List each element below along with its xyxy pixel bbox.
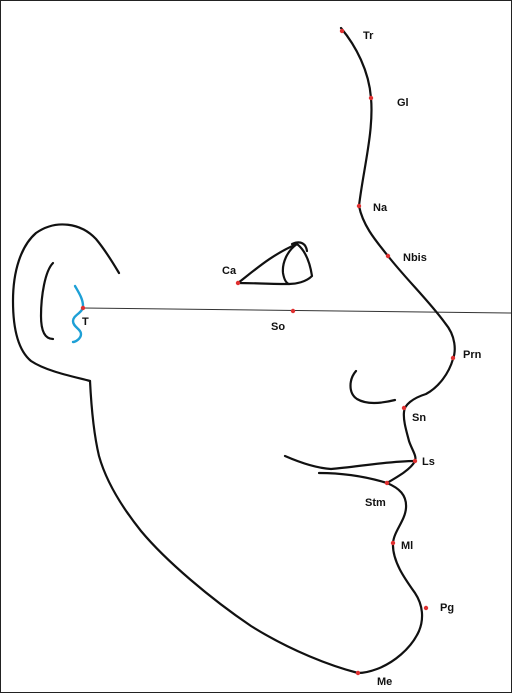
tr-dot xyxy=(340,29,344,33)
prn-label: Prn xyxy=(463,349,482,361)
ml-dot xyxy=(391,541,395,545)
t-label: T xyxy=(82,316,89,328)
ear-inner-outline xyxy=(41,263,53,339)
upper-lip-line xyxy=(285,456,415,469)
gl-dot xyxy=(369,96,373,100)
ml-label: Ml xyxy=(401,540,413,552)
me-label: Me xyxy=(377,676,392,688)
ls-dot xyxy=(413,459,417,463)
landmark-labels: Tr Gl Na Nbis Ca T So Prn Sn Ls Stm Ml P… xyxy=(82,30,482,688)
nbis-label: Nbis xyxy=(403,252,427,264)
ls-label: Ls xyxy=(422,456,435,468)
tr-label: Tr xyxy=(363,30,374,42)
ca-label: Ca xyxy=(222,265,237,277)
prn-dot xyxy=(451,356,455,360)
so-label: So xyxy=(271,321,285,333)
pg-dot xyxy=(424,606,428,610)
nostril-curve xyxy=(351,371,396,403)
jaw-outline xyxy=(90,381,358,673)
stm-label: Stm xyxy=(365,497,386,509)
eye-outline xyxy=(238,244,312,284)
gl-label: Gl xyxy=(397,97,409,109)
pg-label: Pg xyxy=(440,602,454,614)
ear-outline xyxy=(13,224,119,381)
lower-lip-line xyxy=(319,473,387,483)
na-label: Na xyxy=(373,202,388,214)
reference-line xyxy=(83,308,511,313)
na-dot xyxy=(357,204,361,208)
face-profile-outline xyxy=(341,28,455,673)
ca-dot xyxy=(236,281,240,285)
landmark-dots xyxy=(81,29,455,675)
sn-label: Sn xyxy=(412,412,426,424)
stm-dot xyxy=(385,481,389,485)
me-dot xyxy=(356,671,360,675)
tragus-curve xyxy=(73,286,83,342)
t-dot xyxy=(81,306,85,310)
sn-dot xyxy=(402,406,406,410)
nbis-dot xyxy=(386,254,390,258)
so-dot xyxy=(291,309,295,313)
